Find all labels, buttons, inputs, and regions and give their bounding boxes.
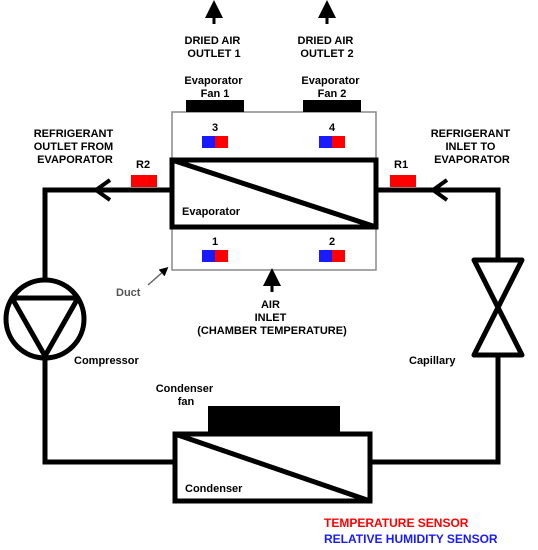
outlet-2-label: DRIED AIR OUTLET 2 <box>298 35 357 60</box>
sensor-r1 <box>390 175 416 187</box>
compressor-symbol <box>3 277 87 361</box>
evaporator-fan-2-label: Evaporator Fan 2 <box>301 75 362 100</box>
sensor-4-label: 4 <box>329 122 336 134</box>
capillary-valve <box>471 257 525 358</box>
capillary-label: Capillary <box>409 355 456 367</box>
legend-temperature: TEMPERATURE SENSOR <box>324 516 469 530</box>
sensor-1-label: 1 <box>212 236 218 248</box>
sensor-1 <box>202 250 228 262</box>
sensor-4 <box>319 136 345 148</box>
legend-humidity: RELATIVE HUMIDITY SENSOR <box>324 532 498 546</box>
refrigerant-outlet-label: REFRIGERANT OUTLET FROM EVAPORATOR <box>34 128 117 166</box>
evaporator-fan-2 <box>303 100 361 112</box>
evaporator-label: Evaporator <box>182 206 241 218</box>
evaporator-fan-1-label: Evaporator Fan 1 <box>184 75 245 100</box>
sensor-2 <box>319 250 345 262</box>
condenser-fan-label: Condenser fan <box>156 383 217 408</box>
compressor-label: Compressor <box>74 355 140 367</box>
condenser-label: Condenser <box>185 483 243 495</box>
refrigerant-inlet-label: REFRIGERANT INLET TO EVAPORATOR <box>431 128 514 166</box>
duct-label: Duct <box>116 287 141 299</box>
right-pipe <box>367 187 501 465</box>
sensor-r2-label: R2 <box>136 159 150 171</box>
sensor-3 <box>202 136 228 148</box>
outlet-flow-arrow <box>92 178 112 202</box>
evaporator-diagonal <box>171 157 377 230</box>
sensor-3-label: 3 <box>212 122 218 134</box>
condenser-diagonal <box>174 431 371 504</box>
condenser-fan <box>208 406 340 434</box>
air-inlet-label: AIR INLET (CHAMBER TEMPERATURE) <box>197 299 347 337</box>
sensor-r2 <box>131 175 157 187</box>
outlet-1-label: DRIED AIR OUTLET 1 <box>185 35 244 60</box>
inlet-flow-arrow <box>429 178 449 202</box>
sensor-2-label: 2 <box>329 236 335 248</box>
duct-pointer <box>147 267 169 286</box>
evaporator-fan-1 <box>186 100 244 112</box>
sensor-r1-label: R1 <box>394 159 408 171</box>
